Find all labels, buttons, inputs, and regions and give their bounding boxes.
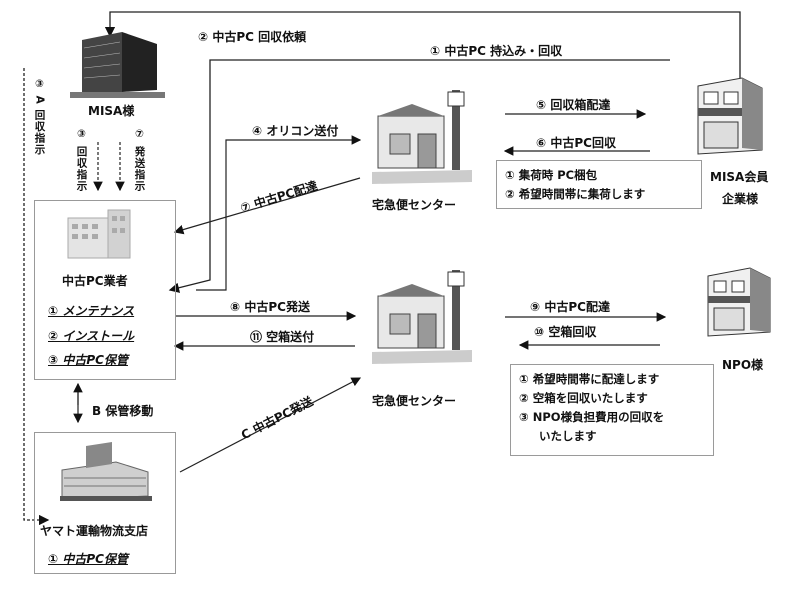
note-bottom-4: いたします xyxy=(539,429,597,443)
yamato-box xyxy=(34,432,176,574)
vendor-box xyxy=(34,200,176,380)
delivery-center-top-icon xyxy=(372,90,472,184)
arrow-b-label: B 保管移動 xyxy=(92,404,154,418)
arrow-3a-label: ③ A 回収指示 xyxy=(33,78,46,156)
center-top-label: 宅急便センター xyxy=(372,198,457,212)
yamato-task-1: ① 中古PC保管 xyxy=(48,552,128,566)
arrow-10-label: ⑩ 空箱回収 xyxy=(534,325,597,339)
arrow-3-label: ③ 回収指示 xyxy=(75,128,88,192)
yamato-warehouse-icon xyxy=(60,442,152,501)
vendor-building-icon xyxy=(67,209,131,259)
arrow-4-label: ④ オリコン送付 xyxy=(252,124,339,138)
note-bottom-1: ① 希望時間帯に配達します xyxy=(519,372,660,386)
arrow-1-label: ① 中古PC 持込み・回収 xyxy=(430,44,563,58)
npo-label: NPO様 xyxy=(722,358,764,372)
npo-building-icon xyxy=(707,267,771,337)
vendor-task-2: ② インストール xyxy=(48,329,135,343)
note-top-2: ② 希望時間帯に集荷します xyxy=(505,187,646,201)
member-label-1: MISA会員 xyxy=(710,170,769,184)
misa-label: MISA様 xyxy=(88,104,135,118)
arrow-3a-instruction xyxy=(23,68,50,526)
note-bottom-3: ③ NPO様負担費用の回収を xyxy=(519,410,665,424)
yamato-label: ヤマト運輸物流支店 xyxy=(40,524,149,538)
arrow-8-label: ⑧ 中古PC発送 xyxy=(230,300,310,314)
arrow-2-label: ② 中古PC 回収依頼 xyxy=(198,30,307,44)
delivery-center-bottom-icon xyxy=(372,270,472,364)
arrow-c-ship xyxy=(179,377,362,473)
misa-building-icon xyxy=(70,32,165,98)
arrow-5-label: ⑤ 回収箱配達 xyxy=(536,98,611,112)
arrow-4-container xyxy=(196,135,362,291)
note-bottom-2: ② 空箱を回収いたします xyxy=(519,391,648,405)
vendor-task-3: ③ 中古PC保管 xyxy=(48,353,128,367)
note-bottom: ① 希望時間帯に配達します ② 空箱を回収いたします ③ NPO様負担費用の回収… xyxy=(510,364,714,456)
arrow-2-request xyxy=(104,11,741,78)
arrow-9-label: ⑨ 中古PC配達 xyxy=(530,300,610,314)
member-label-2: 企業様 xyxy=(722,192,759,206)
arrow-11-label: ⑪ 空箱送付 xyxy=(250,330,315,344)
vendor-task-1: ① メンテナンス xyxy=(48,304,135,318)
member-company-building-icon xyxy=(697,77,763,155)
vendor-label: 中古PC業者 xyxy=(62,274,128,288)
arrow-1-collect xyxy=(168,59,670,293)
arrow-6-label: ⑥ 中古PC回収 xyxy=(536,136,616,150)
note-top: ① 集荷時 PC梱包 ② 希望時間帯に集荷します xyxy=(496,160,702,209)
arrow-7-ship-label: ⑦ 発送指示 xyxy=(133,128,146,192)
center-bottom-label: 宅急便センター xyxy=(372,394,457,408)
note-top-1: ① 集荷時 PC梱包 xyxy=(505,168,598,182)
arrow-7-delivery xyxy=(173,177,361,235)
